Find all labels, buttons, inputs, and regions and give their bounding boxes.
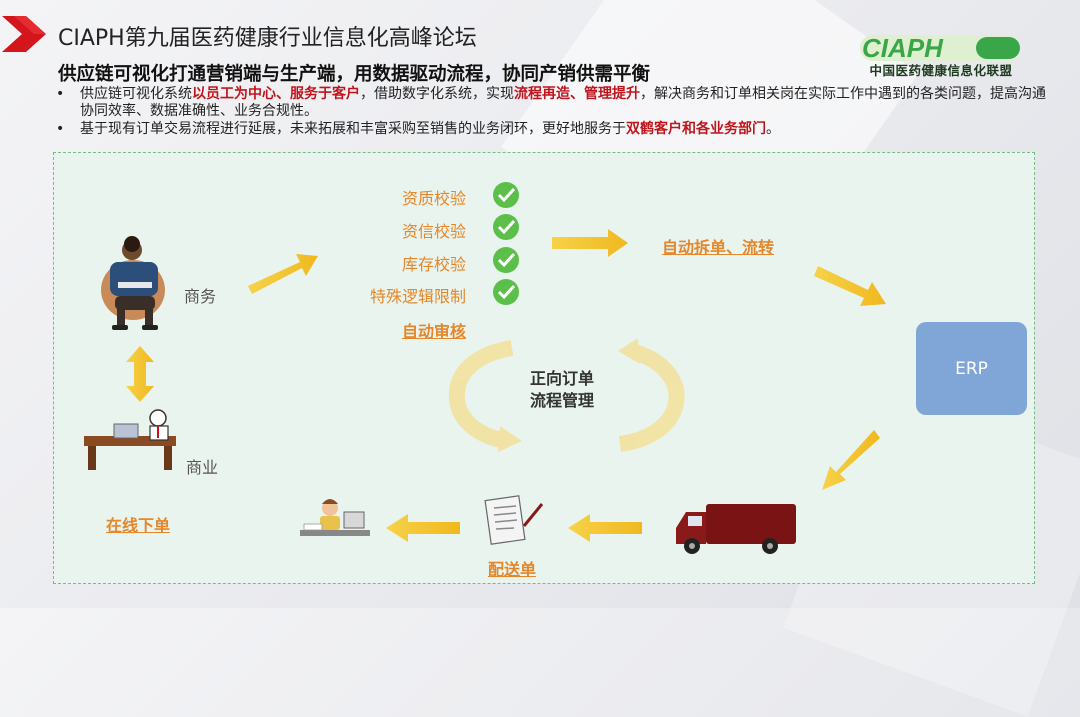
check-label-qualification: 资质校验: [402, 189, 467, 208]
diagram-graphics: [84, 182, 886, 554]
process-diagram-panel: [53, 152, 1035, 584]
arrow-icon: [822, 430, 880, 490]
slide-subtitle: 供应链可视化打通营销端与生产端，用数据驱动流程，协同产销供需平衡: [58, 64, 651, 85]
arrow-icon: [814, 266, 886, 306]
auto-review-link[interactable]: 自动审核: [402, 322, 467, 341]
logo-subtitle: 中国医药健康信息化联盟: [869, 63, 1013, 78]
delivery-document-icon: [484, 495, 544, 545]
erp-box: ERP: [916, 322, 1027, 415]
bullet-text: ，借助数字化系统，实现: [360, 86, 514, 102]
check-icon: [493, 214, 519, 240]
cycle-label: 正向订单 流程管理: [522, 368, 602, 412]
check-label-inventory: 库存校验: [402, 255, 467, 274]
check-icon: [493, 247, 519, 273]
auto-split-link[interactable]: 自动拆单、流转: [662, 238, 775, 257]
desk-worker-icon: [84, 409, 176, 470]
arrow-icon: [386, 514, 460, 542]
bullet-text: 供应链可视化系统: [80, 86, 192, 102]
check-icons: [493, 182, 519, 305]
cycle-arrows-icon: [448, 338, 685, 452]
shangye-label: 商业: [186, 458, 219, 477]
check-icon: [493, 182, 519, 208]
cycle-label-line1: 正向订单: [529, 369, 594, 388]
cycle-label-line2: 流程管理: [529, 391, 594, 410]
page-title: CIAPH第九届医药健康行业信息化高峰论坛: [58, 26, 477, 51]
bullet-text: 基于现有订单交易流程进行延展，未来拓展和丰富采购至销售的业务闭环，更好地服务于: [80, 121, 626, 137]
online-order-link[interactable]: 在线下单: [106, 516, 171, 535]
bullet-list: • 供应链可视化系统以员工为中心、服务于客户，借助数字化系统，实现流程再造、管理…: [56, 86, 1046, 139]
double-arrow-icon: [126, 346, 154, 402]
business-person-icon: [101, 236, 165, 330]
bullet-dot: •: [56, 86, 65, 102]
delivery-note-link[interactable]: 配送单: [488, 560, 537, 579]
bullet-text: ，解决商务和订单相关岗在实际工作中遇到的各类问题，提高沟通协同效率、数据准确性、…: [80, 86, 1046, 119]
check-label-special-logic: 特殊逻辑限制: [370, 287, 467, 306]
arrow-icon: [248, 254, 318, 294]
office-worker-icon: [300, 499, 370, 536]
bullet-text: 。: [766, 121, 780, 137]
bullet-item: • 基于现有订单交易流程进行延展，未来拓展和丰富采购至销售的业务闭环，更好地服务…: [56, 121, 1046, 138]
bullet-item: • 供应链可视化系统以员工为中心、服务于客户，借助数字化系统，实现流程再造、管理…: [56, 86, 1046, 120]
bullet-highlight: 双鹤客户和各业务部门: [626, 121, 766, 137]
shangwu-label: 商务: [184, 287, 217, 306]
ciaph-logo: CIAPH: [860, 33, 1020, 63]
check-icon: [493, 279, 519, 305]
bullet-highlight: 流程再造、管理提升: [514, 86, 640, 102]
arrow-icon: [552, 229, 628, 257]
check-label-credit: 资信校验: [402, 222, 467, 241]
logo-text: CIAPH: [862, 33, 944, 63]
bullet-dot: •: [56, 121, 65, 137]
arrow-icon: [568, 514, 642, 542]
delivery-truck-icon: [676, 504, 796, 554]
title-arrow-icon: [2, 16, 46, 52]
bullet-highlight: 以员工为中心、服务于客户: [192, 86, 360, 102]
